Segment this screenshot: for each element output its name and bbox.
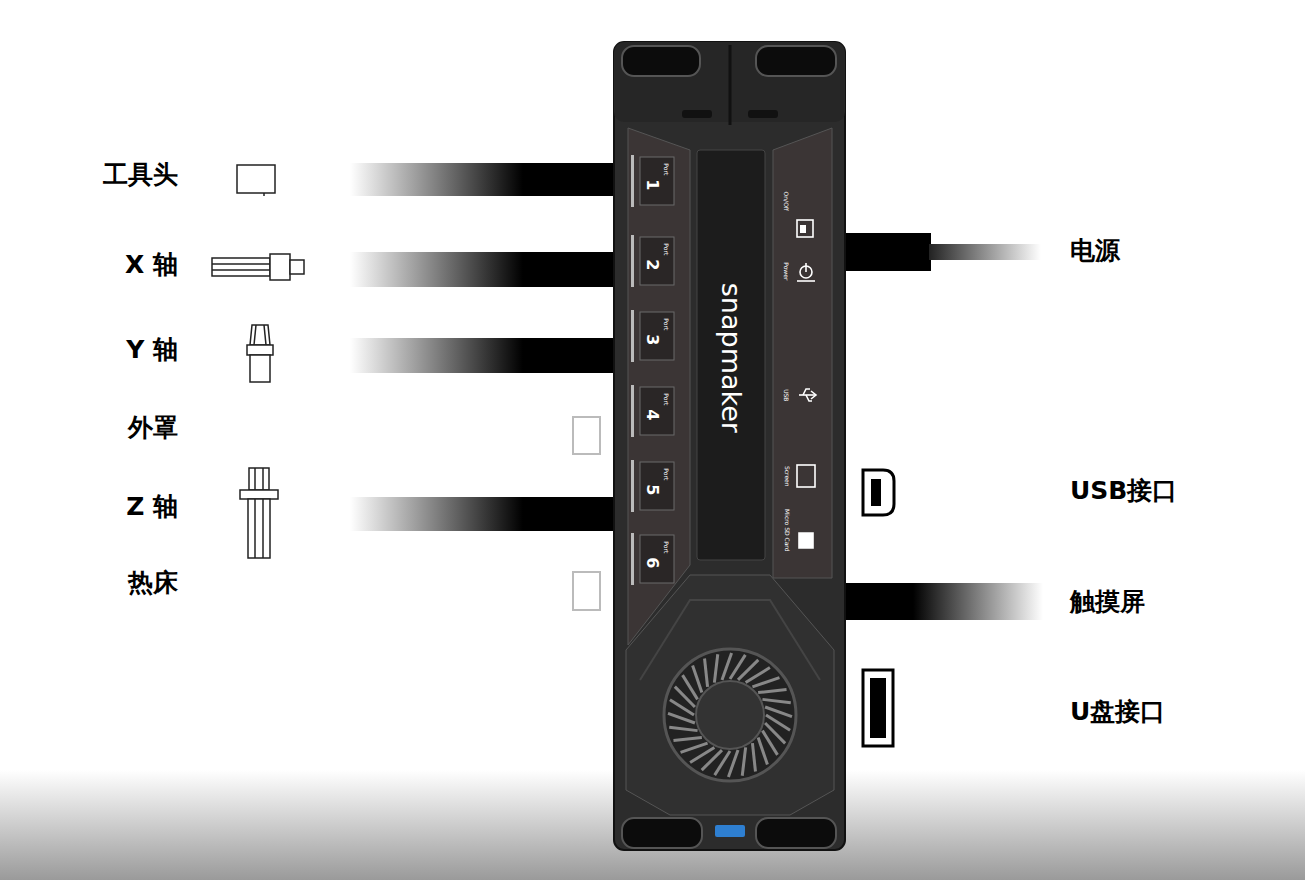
panel-label: USB bbox=[783, 389, 790, 401]
panel-icons bbox=[797, 220, 816, 548]
part-label: 工具头 bbox=[103, 161, 178, 189]
part-label: U盘接口 bbox=[1070, 698, 1165, 726]
port-number: 2 bbox=[644, 259, 662, 270]
port-number: 6 bbox=[644, 557, 662, 568]
controller-body bbox=[614, 42, 845, 850]
part-label: X 轴 bbox=[125, 251, 178, 279]
part-label: 电源 bbox=[1070, 237, 1120, 265]
part-label: Z 轴 bbox=[126, 493, 178, 521]
port-number: 3 bbox=[644, 334, 662, 345]
port-number: 1 bbox=[644, 179, 662, 190]
port-number: 5 bbox=[644, 484, 662, 495]
connector-icons bbox=[212, 165, 304, 558]
part-label: 热床 bbox=[128, 569, 178, 597]
part-label: 外罩 bbox=[128, 414, 178, 442]
port-boxes bbox=[631, 155, 674, 585]
panel-label: Micro SD Card bbox=[783, 509, 790, 551]
port-label: Port bbox=[663, 163, 670, 175]
brand-logo: snapmaker bbox=[716, 283, 746, 433]
port-label: Port bbox=[663, 541, 670, 553]
port-label: Port bbox=[663, 318, 670, 330]
port-label: Port bbox=[663, 243, 670, 255]
part-label: 触摸屏 bbox=[1070, 588, 1145, 616]
port-blank-icons bbox=[573, 417, 600, 610]
fan bbox=[664, 649, 796, 781]
panel-label: Screen bbox=[783, 466, 790, 487]
usb-icons bbox=[863, 470, 894, 746]
port-label: Port bbox=[663, 393, 670, 405]
port-label: Port bbox=[663, 468, 670, 480]
panel-label: Power bbox=[783, 262, 790, 280]
part-label: USB接口 bbox=[1070, 477, 1177, 505]
port-number: 4 bbox=[644, 409, 662, 420]
part-label: Y 轴 bbox=[126, 336, 178, 364]
panel-label: On/Off bbox=[783, 191, 790, 210]
